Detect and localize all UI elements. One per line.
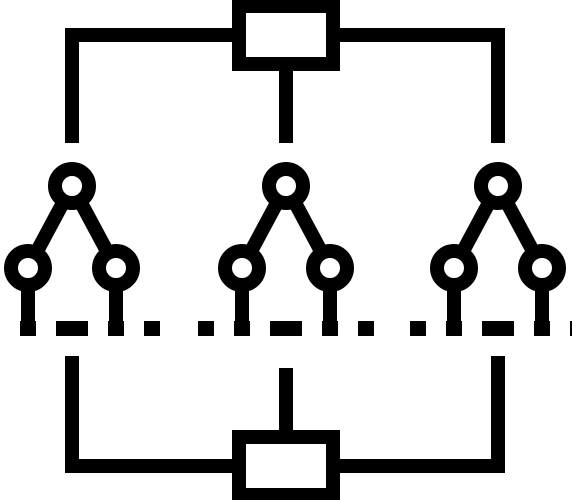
tree-foot-dash-left-2 (234, 321, 250, 336)
tree-foot-dash-right-3 (358, 321, 374, 336)
bottom-connector-box-icon (232, 430, 340, 500)
frame-top-left-line (65, 28, 240, 143)
tree-leaf-node-right-icon (518, 244, 566, 292)
tree-foot-dash-right-2 (108, 321, 124, 336)
tree-root-node-icon (474, 162, 522, 210)
frame-bottom-left-line (65, 356, 240, 473)
tree-foot-dash-right-1 (286, 321, 302, 336)
tree-leaf-node-right-icon (92, 244, 140, 292)
tree-foot-dash-left-2 (446, 321, 462, 336)
tree-foot-dash-left-3 (56, 321, 72, 336)
trees (4, 162, 572, 336)
frame-bottom-right-line (332, 356, 505, 473)
connector-box-rect (232, 0, 340, 71)
frame-top-right-line (332, 28, 505, 143)
tree-root-node-icon (262, 162, 310, 210)
tree-foot-dash-right-2 (322, 321, 338, 336)
frame-lines (65, 28, 505, 473)
tree-leaf-node-left-icon (430, 244, 478, 292)
tree-foot-dash-left-3 (270, 321, 286, 336)
tree-foot-dash-right-1 (72, 321, 88, 336)
tree-left-icon (4, 162, 160, 336)
connector-box-rect (232, 430, 340, 500)
tree-foot-dash-right-3 (144, 321, 160, 336)
tree-middle-icon (198, 162, 374, 336)
tree-leaf-node-right-icon (306, 244, 354, 292)
tree-right-icon (410, 162, 572, 336)
tree-foot-dash-right-2 (534, 321, 550, 336)
top-connector-box-icon (232, 0, 340, 71)
tree-root-node-icon (48, 162, 96, 210)
tree-foot-dash-right-1 (498, 321, 514, 336)
tree-foot-dash-left-1 (198, 321, 214, 336)
tree-foot-dash-left-3 (482, 321, 498, 336)
tree-foot-dash-left-1 (410, 321, 426, 336)
tree-foot-dash-left-2 (20, 321, 36, 336)
tree-leaf-node-left-icon (218, 244, 266, 292)
tree-foot-dash-right-3 (570, 321, 572, 336)
tree-leaf-node-left-icon (4, 244, 52, 292)
